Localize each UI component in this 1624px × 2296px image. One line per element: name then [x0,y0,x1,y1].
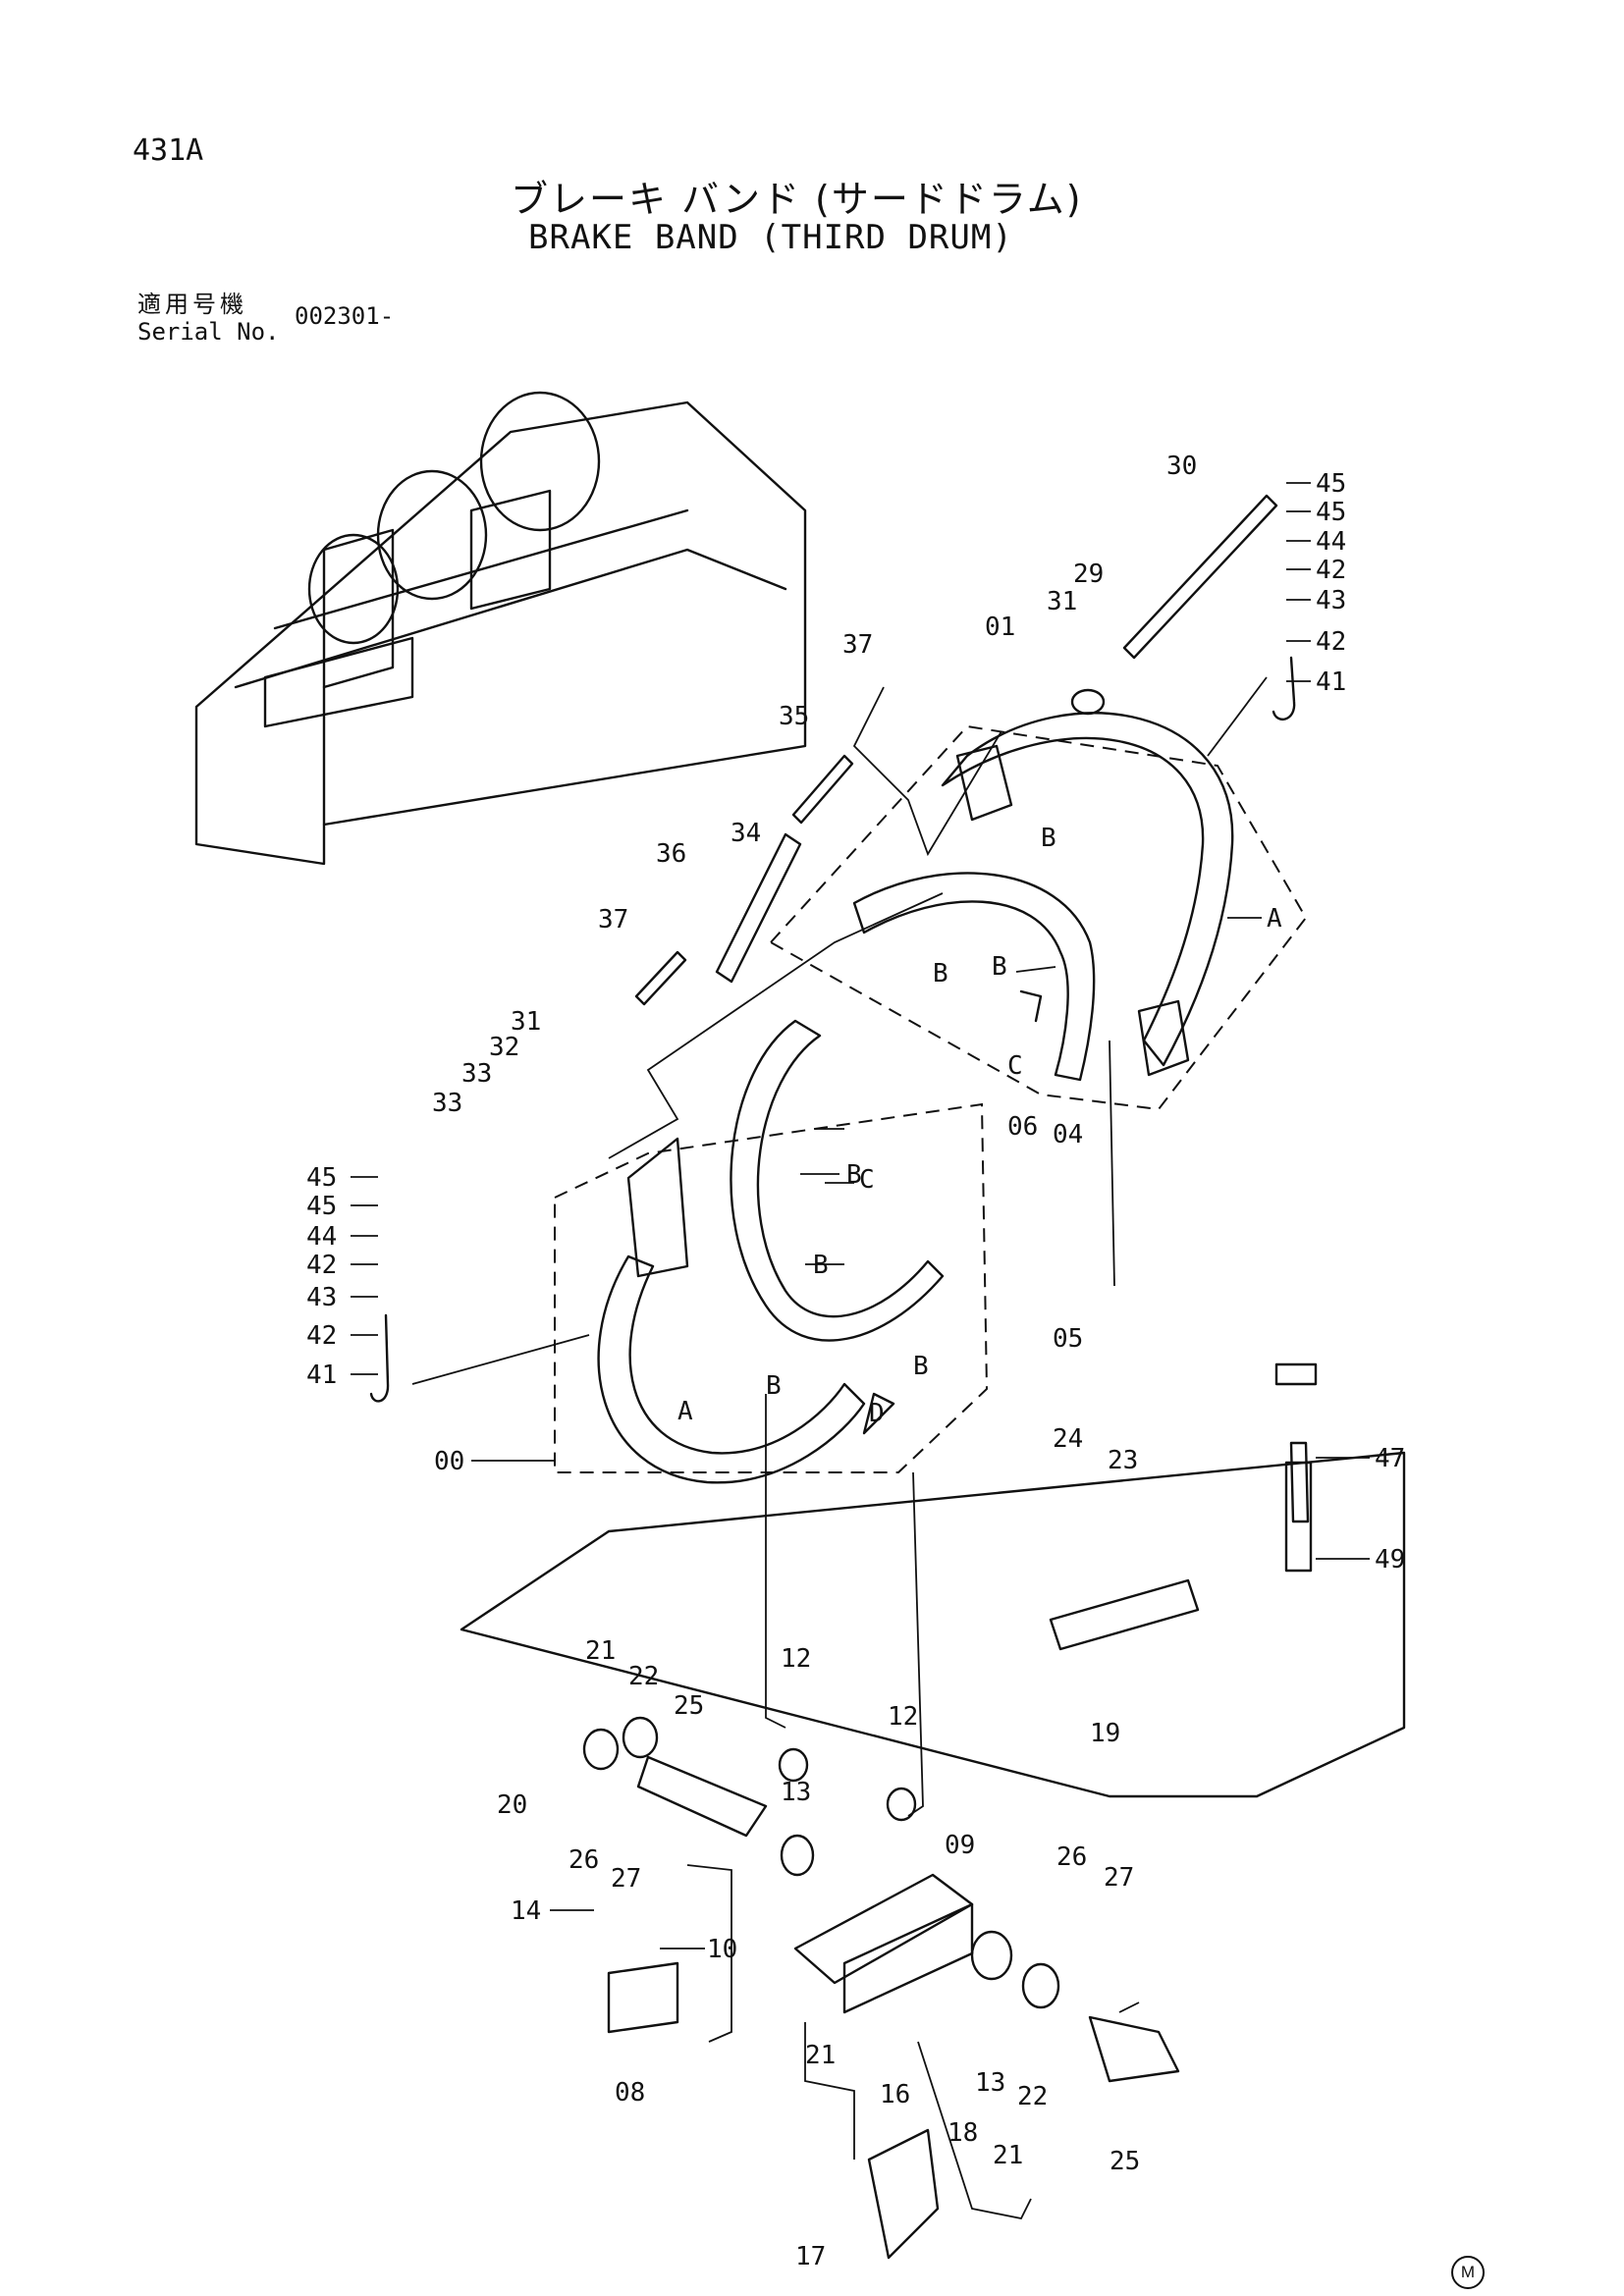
callout-45: 45 [1316,469,1346,499]
callout-30: 30 [1166,452,1197,481]
callout-31: 31 [1047,587,1077,616]
callout-33: 33 [461,1059,492,1089]
ref-letter-b-6: B [913,1352,929,1381]
callout-45-c: 45 [306,1163,337,1193]
callout-41-b: 41 [306,1361,337,1390]
callout-43-b: 43 [306,1283,337,1312]
callout-27: 27 [611,1864,641,1894]
callout-09: 09 [945,1831,975,1860]
serial-label-japanese: 適用号機 [137,291,247,318]
callout-31-b: 31 [511,1007,541,1037]
ref-letter-b-7: B [766,1371,782,1401]
callout-25-b: 25 [1110,2147,1140,2176]
assembly-guide-lines [411,676,1268,2220]
ref-letter-c-2: C [859,1165,875,1195]
callout-23: 23 [1108,1446,1138,1475]
ref-letter-b-4: B [846,1160,862,1190]
callout-47: 47 [1375,1444,1405,1473]
callout-04: 04 [1053,1120,1083,1149]
callout-14: 14 [511,1896,541,1926]
serial-label-english: Serial No. [137,318,280,346]
callout-12-b: 12 [888,1702,918,1732]
callout-25: 25 [674,1691,704,1721]
callout-45-b: 45 [1316,498,1346,527]
ref-letter-b-5: B [813,1251,829,1280]
callout-20: 20 [497,1790,527,1820]
ref-letter-a-2: A [677,1397,693,1426]
callout-24: 24 [1053,1424,1083,1454]
machine-overview-illustration [194,391,807,866]
callout-12: 12 [781,1644,811,1674]
callout-13: 13 [781,1778,811,1807]
callout-27-b: 27 [1104,1863,1134,1893]
callout-19: 19 [1090,1719,1120,1748]
callout-26: 26 [568,1845,599,1875]
callout-21-c: 21 [993,2141,1023,2170]
callout-42-c: 42 [306,1251,337,1280]
callout-33-b: 33 [432,1089,462,1118]
leader-lines [351,482,1370,1949]
callout-26-b: 26 [1056,1842,1087,1872]
callout-36: 36 [656,839,686,869]
callout-17: 17 [795,2242,826,2271]
callout-21-b: 21 [805,2041,836,2070]
callout-13-b: 13 [975,2068,1005,2098]
title-english: BRAKE BAND (THIRD DRUM) [528,218,1013,257]
upper-brake-band [769,712,1308,1111]
callout-42-b: 42 [1316,627,1346,657]
callout-labels: 30 29 31 01 37 35 34 36 37 31 32 33 33 4… [306,452,1405,2271]
callout-45-d: 45 [306,1192,337,1221]
callout-37-b: 37 [598,905,628,934]
callout-01: 01 [985,613,1015,642]
title-japanese: ブレーキ バンド (サードドラム) [511,178,1083,221]
ref-letter-d: D [869,1399,885,1428]
callout-35: 35 [779,702,809,731]
callout-00: 00 [434,1447,464,1476]
callout-22-b: 22 [1017,2082,1048,2111]
callout-05: 05 [1053,1324,1083,1354]
callout-22: 22 [628,1662,659,1691]
callout-16: 16 [880,2080,910,2109]
callout-34: 34 [731,819,761,848]
callout-44-b: 44 [306,1222,337,1252]
callout-29: 29 [1073,560,1104,589]
ref-letter-a: A [1267,904,1282,934]
fastener-hardware [369,494,1310,1523]
callout-21: 21 [585,1636,616,1666]
callout-42-d: 42 [306,1321,337,1351]
callout-06: 06 [1007,1112,1038,1142]
ref-letter-c: C [1007,1051,1023,1081]
ref-letter-b-2: B [933,959,948,988]
callout-08: 08 [615,2078,645,2108]
ref-letter-b: B [1041,824,1056,853]
lower-brake-band [554,1019,989,1484]
callout-49: 49 [1375,1545,1405,1575]
ref-letter-b-3: B [992,952,1007,982]
callout-42: 42 [1316,556,1346,585]
manufacturer-mark: M [1451,2256,1485,2289]
callout-44: 44 [1316,527,1346,557]
callout-37: 37 [842,630,873,660]
callout-32: 32 [489,1033,519,1062]
callout-10: 10 [707,1935,737,1964]
page-code: 431A [133,133,204,168]
callout-43: 43 [1316,586,1346,615]
lever-linkage-assembly [460,1362,1406,2260]
callout-41: 41 [1316,667,1346,697]
callout-18: 18 [947,2118,978,2148]
serial-number-value: 002301- [295,302,395,330]
